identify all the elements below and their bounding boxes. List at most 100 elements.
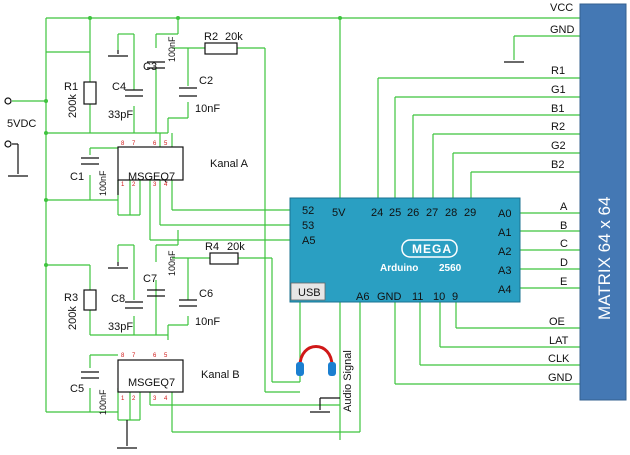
matrix-pin-vcc: VCC xyxy=(550,2,573,14)
c5-ref: C5 xyxy=(70,383,84,395)
chip-kanal-a: MSGEQ7 8 7 6 5 1 2 3 4 xyxy=(117,141,184,188)
c8-value: 33pF xyxy=(108,321,133,333)
headphones-icon xyxy=(296,345,336,376)
power-terminal-positive xyxy=(4,97,12,105)
c5-value: 100nF xyxy=(98,389,108,415)
r2-ref: R2 xyxy=(204,31,218,43)
matrix-pin-g2: G2 xyxy=(551,140,566,152)
matrix-pin-gnd-top: GND xyxy=(550,24,575,36)
capacitor-c4 xyxy=(125,89,143,97)
chip-a-pin4: 4 xyxy=(164,182,168,188)
pin-24: 24 xyxy=(371,207,383,219)
mega-logo xyxy=(401,239,458,258)
r1-value: 200k xyxy=(67,94,79,118)
matrix-pin-d: D xyxy=(560,257,568,269)
matrix-title: MATRIX 64 x 64 xyxy=(595,197,614,320)
resistor-r2 xyxy=(204,42,238,55)
c2-value: 10nF xyxy=(195,103,220,115)
led-matrix-panel: MATRIX 64 x 64 xyxy=(579,3,627,401)
c2-ref: C2 xyxy=(199,75,213,87)
r3-value: 200k xyxy=(67,306,79,330)
chip-a-pin8: 8 xyxy=(121,141,125,147)
chip-kanal-b: MSGEQ7 8 7 6 5 1 2 3 4 xyxy=(117,353,184,402)
chip-a-pin2: 2 xyxy=(132,182,136,188)
channel-b-label: Kanal B xyxy=(201,369,240,381)
c1-ref: C1 xyxy=(70,171,84,183)
chip-b-pin6: 6 xyxy=(153,353,157,359)
pin-a4: A4 xyxy=(498,284,511,296)
pin-a1: A1 xyxy=(498,227,511,239)
matrix-pin-a: A xyxy=(560,201,568,213)
matrix-pin-g1: G1 xyxy=(551,84,566,96)
channel-a-label: Kanal A xyxy=(210,158,249,170)
mega-logo-text: MEGA xyxy=(412,242,452,256)
pin-a0: A0 xyxy=(498,208,511,220)
pin-a6: A6 xyxy=(356,291,369,303)
c8-ref: C8 xyxy=(111,293,125,305)
r1-ref: R1 xyxy=(64,81,78,93)
c4-value: 33pF xyxy=(108,109,133,121)
r3-ref: R3 xyxy=(64,292,78,304)
pin-a5: A5 xyxy=(302,235,315,247)
matrix-pin-e: E xyxy=(560,276,567,288)
chip-b-pin8: 8 xyxy=(121,353,125,359)
pin-gnd: GND xyxy=(377,291,402,303)
power-label: 5VDC xyxy=(7,118,36,130)
matrix-pin-b2: B2 xyxy=(551,159,564,171)
resistor-r1 xyxy=(83,81,97,105)
ground-symbols xyxy=(8,55,524,449)
matrix-pin-b: B xyxy=(560,220,567,232)
chip-b-pin7: 7 xyxy=(132,353,136,359)
chip-b-pin3: 3 xyxy=(153,396,157,402)
chip-a-pin5: 5 xyxy=(164,141,168,147)
arduino-model: 2560 xyxy=(439,263,462,274)
chip-a-pin3: 3 xyxy=(153,182,157,188)
arduino-mega-board: USB MEGA Arduino 2560 52 53 A5 5V 24 25 … xyxy=(289,197,521,303)
chip-b-pin1: 1 xyxy=(121,396,125,402)
c4-ref: C4 xyxy=(112,81,126,93)
c1-value: 100nF xyxy=(98,170,108,196)
chip-a-name: MSGEQ7 xyxy=(128,171,175,183)
c6-value: 10nF xyxy=(195,316,220,328)
pin-10: 10 xyxy=(433,291,445,303)
pin-9: 9 xyxy=(452,291,458,303)
chip-b-name: MSGEQ7 xyxy=(128,377,175,389)
audio-signal-label: Audio Signal xyxy=(342,350,354,412)
chip-a-pin1: 1 xyxy=(121,182,125,188)
chip-b-pin5: 5 xyxy=(164,353,168,359)
r4-value: 20k xyxy=(227,241,245,253)
pin-53: 53 xyxy=(302,220,314,232)
chip-a-pin7: 7 xyxy=(132,141,136,147)
matrix-pin-gnd-bottom: GND xyxy=(548,372,573,384)
capacitor-c7 xyxy=(147,289,165,297)
pin-a3: A3 xyxy=(498,265,511,277)
chip-b-pin4: 4 xyxy=(164,396,168,402)
power-terminal-negative xyxy=(4,140,12,148)
matrix-pin-r2: R2 xyxy=(551,121,565,133)
matrix-pin-r1: R1 xyxy=(551,65,565,77)
pin-29: 29 xyxy=(464,207,476,219)
capacitor-c3 xyxy=(147,61,165,69)
r2-value: 20k xyxy=(225,31,243,43)
resistor-r4 xyxy=(209,252,239,265)
matrix-pin-oe: OE xyxy=(549,316,565,328)
chip-b-pin2: 2 xyxy=(132,396,136,402)
matrix-pin-b1: B1 xyxy=(551,103,564,115)
c7-ref: C7 xyxy=(143,273,157,285)
junction-dots xyxy=(44,16,342,267)
pin-26: 26 xyxy=(407,207,419,219)
pin-a2: A2 xyxy=(498,246,511,258)
matrix-pin-c: C xyxy=(560,238,568,250)
pin-28: 28 xyxy=(445,207,457,219)
c6-ref: C6 xyxy=(199,288,213,300)
r4-ref: R4 xyxy=(205,241,219,253)
pin-52: 52 xyxy=(302,205,314,217)
resistor-r3 xyxy=(83,289,97,311)
c3-ref: C3 xyxy=(143,61,157,73)
pin-5v: 5V xyxy=(332,207,346,219)
pin-11: 11 xyxy=(412,291,423,303)
matrix-pin-clk: CLK xyxy=(548,353,570,365)
pin-27: 27 xyxy=(426,207,438,219)
c7-value: 100nF xyxy=(167,250,177,276)
